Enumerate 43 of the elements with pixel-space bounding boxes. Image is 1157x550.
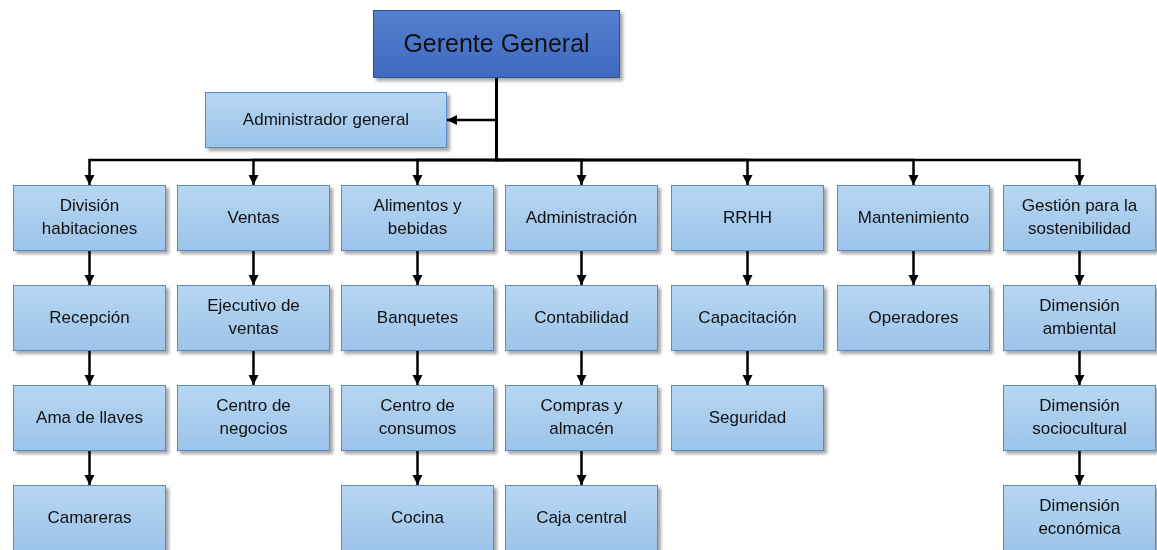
role-box: Camareras (13, 485, 166, 550)
role-box: Compras y almacén (505, 385, 658, 451)
role-box: Ventas (177, 185, 330, 251)
role-box: Centro de negocios (177, 385, 330, 451)
arrow (742, 351, 753, 385)
role-box: Cocina (341, 485, 494, 550)
arrow (84, 251, 95, 285)
role-box: Operadores (837, 285, 990, 351)
role-box: Alimentos y bebidas (341, 185, 494, 251)
arrow (412, 251, 423, 285)
role-box: Capacitación (671, 285, 824, 351)
role-box: Recepción (13, 285, 166, 351)
arrow (1074, 251, 1085, 285)
arrow (908, 251, 919, 285)
role-box: RRHH (671, 185, 824, 251)
role-box: Caja central (505, 485, 658, 550)
arrow (84, 351, 95, 385)
arrow (576, 351, 587, 385)
role-box: Administración (505, 185, 658, 251)
role-box: Banquetes (341, 285, 494, 351)
arrow (1074, 451, 1085, 485)
arrow (248, 251, 259, 285)
role-box: Gestión para la sostenibilidad (1003, 185, 1156, 251)
arrow (576, 251, 587, 285)
role-box: Mantenimiento (837, 185, 990, 251)
arrow (248, 351, 259, 385)
role-box: Administrador general (205, 92, 447, 148)
role-box: Dimensión ambiental (1003, 285, 1156, 351)
arrow (412, 451, 423, 485)
arrow (412, 351, 423, 385)
arrow (84, 451, 95, 485)
arrow (742, 251, 753, 285)
role-box: Ejecutivo de ventas (177, 285, 330, 351)
role-box: División habitaciones (13, 185, 166, 251)
role-box: Dimensión económica (1003, 485, 1156, 550)
role-box: Dimensión sociocultural (1003, 385, 1156, 451)
role-box: Contabilidad (505, 285, 658, 351)
top-role-box: Gerente General (373, 10, 620, 78)
role-box: Centro de consumos (341, 385, 494, 451)
arrow (576, 451, 587, 485)
role-box: Seguridad (671, 385, 824, 451)
arrow (1074, 351, 1085, 385)
role-box: Ama de llaves (13, 385, 166, 451)
